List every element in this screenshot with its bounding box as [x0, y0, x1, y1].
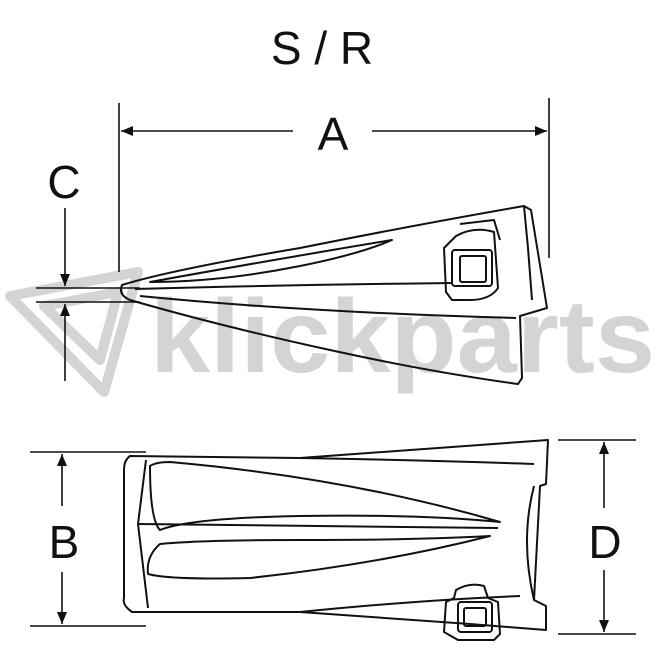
dimension-c-label: C: [47, 156, 80, 208]
tooth-side-view: [120, 205, 548, 385]
watermark-text: klickparts: [150, 279, 655, 395]
dimension-b-label: B: [49, 516, 80, 568]
retainer-pin-top: [443, 583, 501, 641]
triangle-logo-icon: [5, 267, 143, 397]
retainer-pin-side: [443, 228, 499, 301]
dimension-c: [36, 208, 140, 381]
dimension-a: [118, 98, 550, 272]
watermark: klickparts: [5, 267, 655, 397]
dimension-b: [30, 451, 146, 627]
tooth-top-view: [122, 439, 549, 631]
dimension-d-label: D: [588, 516, 621, 568]
dimension-a-label: A: [318, 108, 349, 160]
dimension-d: [558, 439, 636, 635]
diagram-title: S / R: [271, 22, 373, 74]
